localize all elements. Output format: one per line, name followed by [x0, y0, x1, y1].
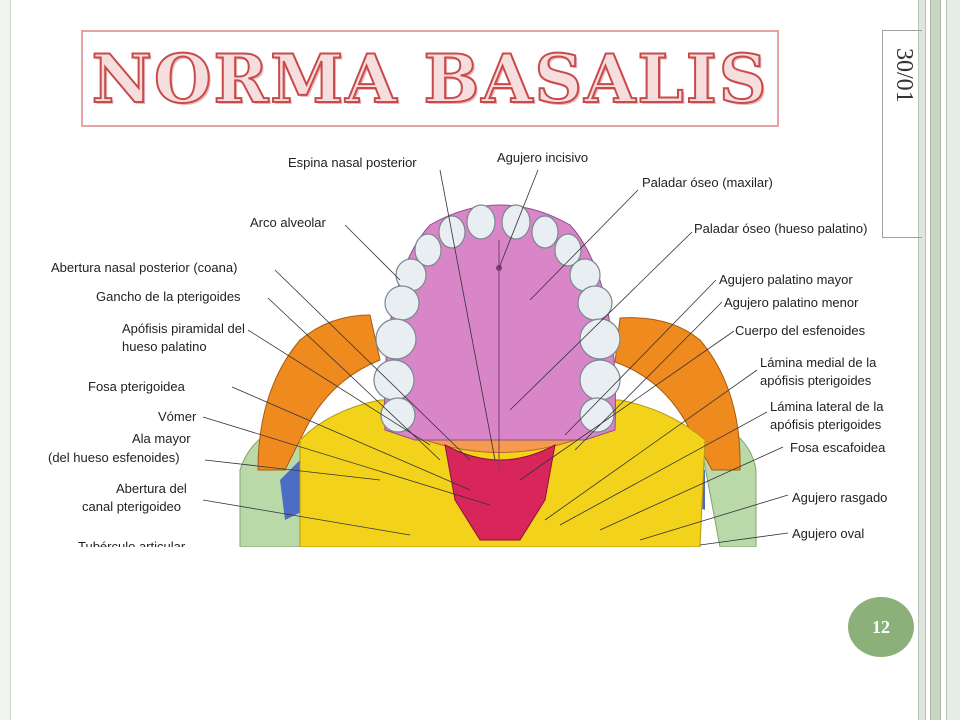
label-agujero-palatino-menor: Agujero palatino menor — [724, 295, 859, 310]
vomer-choanae — [444, 444, 556, 541]
leader-line — [509, 231, 693, 411]
leader-lines — [202, 169, 789, 546]
label-lamina-medial-2: apófisis pterigoides — [760, 373, 872, 388]
label-lamina-lateral-1: Lámina lateral de la — [770, 399, 884, 414]
label-arco-alveolar: Arco alveolar — [250, 215, 327, 230]
right-border-stripe — [946, 0, 960, 720]
zygomatic-arch-left — [257, 314, 381, 471]
slide-right-border — [918, 0, 960, 720]
leader-line — [439, 169, 496, 461]
right-border-stripe — [918, 0, 926, 720]
label-abertura-canal-1: Abertura del — [116, 481, 187, 496]
label-vomer: Vómer — [158, 409, 197, 424]
label-agujero-oval: Agujero oval — [792, 526, 864, 541]
leader-line — [202, 499, 411, 536]
date-box — [882, 30, 922, 238]
label-abertura-canal-2: canal pterigoideo — [82, 499, 181, 514]
tooth — [375, 318, 417, 360]
leader-line — [247, 329, 431, 446]
leader-line — [498, 169, 539, 269]
label-lamina-medial-1: Lámina medial de la — [760, 355, 877, 370]
leader-line — [559, 411, 768, 526]
leader-line — [699, 532, 789, 546]
label-paladar-oseo-palatino: Paladar óseo (hueso palatino) — [694, 221, 867, 236]
label-agujero-rasgado: Agujero rasgado — [792, 490, 887, 505]
leader-line — [204, 459, 381, 481]
slide-date: 30/01 — [891, 48, 917, 103]
label-apofisis-piramidal-1: Apófisis piramidal del — [122, 321, 245, 336]
label-apofisis-piramidal-2: hueso palatino — [122, 339, 207, 354]
tooth — [531, 215, 559, 249]
tooth — [579, 397, 615, 433]
label-ala-mayor-1: Ala mayor — [132, 431, 191, 446]
label-tuberculo-articular: Tubérculo articular — [78, 539, 186, 547]
label-cuerpo-esfenoides: Cuerpo del esfenoides — [735, 323, 866, 338]
leader-line — [529, 189, 639, 301]
right-border-stripe — [930, 0, 941, 720]
leader-line — [202, 416, 491, 506]
page-number: 12 — [872, 616, 890, 637]
page-number-badge: 12 — [848, 597, 914, 657]
tooth — [414, 233, 442, 267]
label-paladar-oseo-maxilar: Paladar óseo (maxilar) — [642, 175, 773, 190]
label-gancho-pterigoides: Gancho de la pterigoides — [96, 289, 241, 304]
tooth — [501, 204, 531, 240]
leader-line — [639, 494, 789, 541]
dental-arch — [373, 204, 621, 433]
label-abertura-nasal-posterior: Abertura nasal posterior (coana) — [51, 260, 237, 275]
label-lamina-lateral-2: apófisis pterigoides — [770, 417, 882, 432]
skull-base-diagram: Espina nasal posterior Agujero incisivo … — [48, 150, 887, 547]
leader-line — [231, 386, 471, 491]
slide-title-box: NORMA BASALIS — [81, 30, 779, 127]
tooth — [579, 359, 621, 401]
label-agujero-palatino-mayor: Agujero palatino mayor — [719, 272, 853, 287]
leader-line — [519, 330, 735, 481]
slide-title: NORMA BASALIS — [91, 39, 769, 119]
blue-region-left — [280, 460, 305, 520]
tooth — [579, 318, 621, 360]
tooth — [380, 397, 416, 433]
leader-line — [564, 279, 717, 436]
leader-line — [599, 446, 784, 531]
leader-line — [574, 301, 723, 451]
slide-left-border — [0, 0, 11, 720]
tooth — [554, 233, 582, 267]
tooth — [466, 204, 496, 240]
tooth — [373, 359, 415, 401]
zygomatic-arch-right — [614, 317, 741, 471]
label-espina-nasal-posterior: Espina nasal posterior — [288, 155, 417, 170]
label-ala-mayor-2: (del hueso esfenoides) — [48, 450, 180, 465]
label-agujero-incisivo: Agujero incisivo — [497, 150, 588, 165]
label-fosa-escafoidea: Fosa escafoidea — [790, 440, 886, 455]
leader-line — [344, 224, 401, 281]
label-fosa-pterigoidea: Fosa pterigoidea — [88, 379, 186, 394]
leader-line — [274, 269, 471, 461]
leader-line — [544, 369, 758, 521]
tooth — [384, 285, 420, 321]
